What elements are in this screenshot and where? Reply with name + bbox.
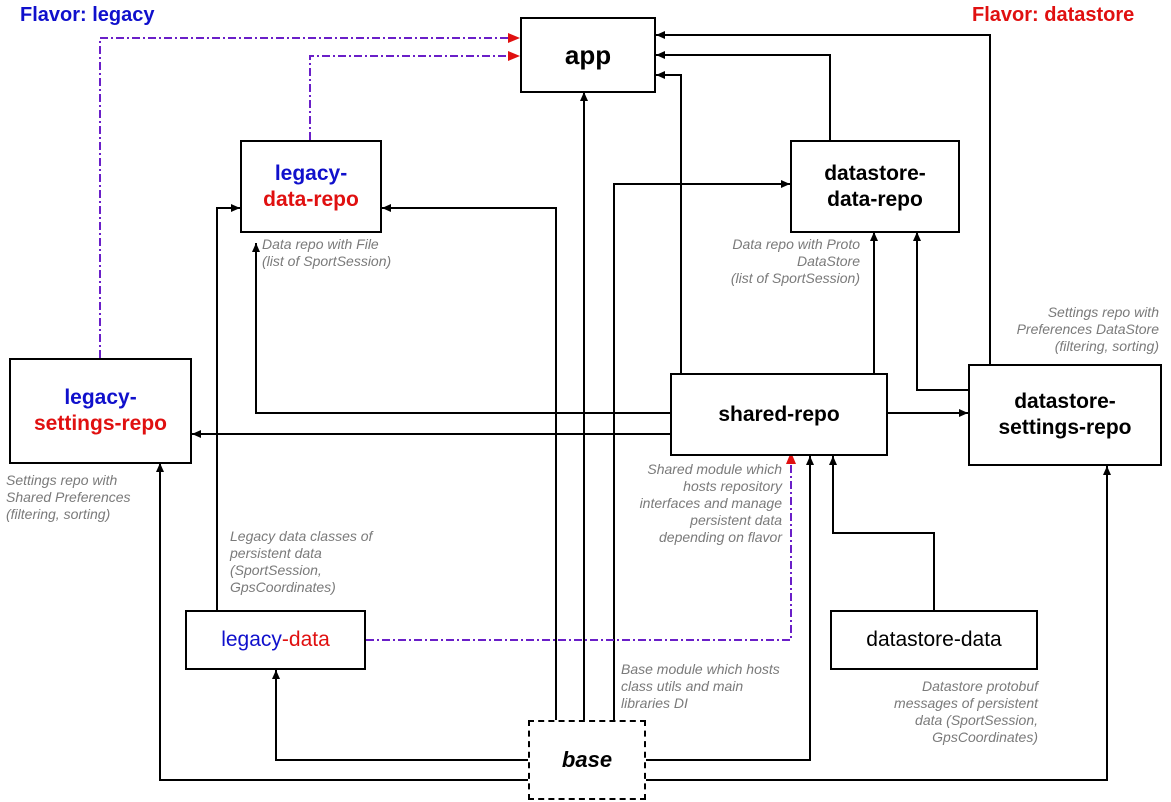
module-legacy-data-repo[interactable]: legacy- data-repo [240,140,382,233]
edge-base-to-legacy-data [272,670,530,761]
note-legacy-data-repo: Data repo with File (list of SportSessio… [262,236,391,270]
module-datastore-settings-repo-line2: settings-repo [998,416,1132,439]
note-line: data (SportSession, [915,712,1038,728]
note-shared-repo: Shared module which hosts repository int… [640,461,782,546]
note-line: persistent data [690,512,782,528]
flavor-arrowhead-app-lower [508,51,520,61]
edge-base-to-datastore-data-repo [613,180,790,720]
edge-datastore-settings-repo-to-app [656,31,991,366]
note-line: Data repo with File [262,236,379,252]
note-datastore-data: Datastore protobuf messages of persisten… [894,678,1038,746]
module-datastore-data-repo-line1: datastore- [824,161,926,185]
module-legacy-data-label: legacy-data [221,628,330,652]
module-app[interactable]: app [520,17,656,93]
edge-base-to-datastore-settings-repo [646,466,1111,781]
module-shared-repo-label: shared-repo [718,402,840,426]
note-line: hosts repository [683,478,782,494]
edge-datastore-settings-repo-to-datastore-data-repo [913,232,968,391]
module-base[interactable]: base [528,720,646,800]
note-line: Data repo with Proto [732,236,860,252]
edge-shared-repo-to-legacy-data-repo [252,243,670,414]
flavor-arrowhead-app-upper [508,33,520,43]
note-line: interfaces and manage [639,495,782,511]
module-datastore-data-repo[interactable]: datastore- data-repo [790,140,960,233]
edge-base-to-legacy-data-repo [382,204,557,720]
note-line: (filtering, sorting) [6,506,111,522]
note-base: Base module which hosts class utils and … [621,661,780,712]
note-line: libraries DI [621,695,688,711]
flavor-datastore-title: Flavor: datastore [972,4,1135,26]
note-line: (filtering, sorting) [1054,338,1159,354]
note-line: (SportSession, [230,562,322,578]
note-line: DataStore [796,253,860,269]
note-line: Preferences DataStore [1016,321,1159,337]
note-line: GpsCoordinates) [230,579,336,595]
module-legacy-data-part1: legacy [221,628,282,651]
module-datastore-data[interactable]: datastore-data [830,610,1038,670]
note-line: persistent data [230,545,322,561]
note-line: Settings repo with [1047,304,1159,320]
module-datastore-settings-repo[interactable]: datastore- settings-repo [968,364,1162,466]
flavor-legacy-title: Flavor: legacy [20,4,155,26]
note-line: Shared module which [647,461,782,477]
module-legacy-data-repo-line1: legacy- [274,161,348,185]
note-line: (list of SportSession) [262,253,392,269]
module-legacy-data-part2: -data [281,628,330,651]
module-datastore-settings-repo-line1: datastore- [1014,390,1116,413]
edge-base-to-legacy-settings-repo [156,463,530,781]
note-line: GpsCoordinates) [932,729,1038,745]
module-legacy-settings-repo[interactable]: legacy- settings-repo [9,358,192,464]
flavor-edge-legacy-settings-repo-to-app [99,37,508,358]
module-app-label: app [564,39,612,70]
flavor-edge-legacy-data-repo-to-app [309,55,508,140]
note-line: Legacy data classes of [230,528,373,544]
edge-base-to-shared-repo [646,456,814,761]
module-shared-repo[interactable]: shared-repo [670,373,888,456]
note-line: (list of SportSession) [730,270,860,286]
module-datastore-data-label: datastore-data [866,628,1002,651]
edge-datastore-data-repo-to-app [656,51,831,140]
note-line: Datastore protobuf [922,678,1038,694]
module-datastore-data-repo-line2: data-repo [827,187,923,211]
note-line: Settings repo with [6,472,118,488]
note-line: Shared Preferences [6,489,131,505]
module-legacy-settings-repo-line1: legacy- [64,386,137,409]
flavor-arrowhead-shared-repo [786,452,796,464]
note-datastore-data-repo: Data repo with Proto DataStore (list of … [731,236,860,287]
note-datastore-settings-repo: Settings repo with Preferences DataStore… [1017,304,1159,355]
note-line: depending on flavor [659,529,782,545]
note-legacy-settings-repo: Settings repo with Shared Preferences (f… [6,472,131,523]
module-legacy-data-repo-line2: data-repo [263,187,359,211]
note-legacy-data: Legacy data classes of persistent data (… [230,528,372,596]
note-line: class utils and main [621,678,744,694]
module-legacy-settings-repo-line2: settings-repo [33,412,167,435]
edge-shared-repo-to-app [656,71,682,373]
note-line: Base module which hosts [621,661,780,677]
note-line: messages of persistent [894,695,1038,711]
edge-datastore-data-to-shared-repo [829,456,935,610]
edge-legacy-data-to-legacy-data-repo [216,204,240,610]
module-legacy-data[interactable]: legacy-data [185,610,366,670]
module-base-label: base [561,747,613,772]
